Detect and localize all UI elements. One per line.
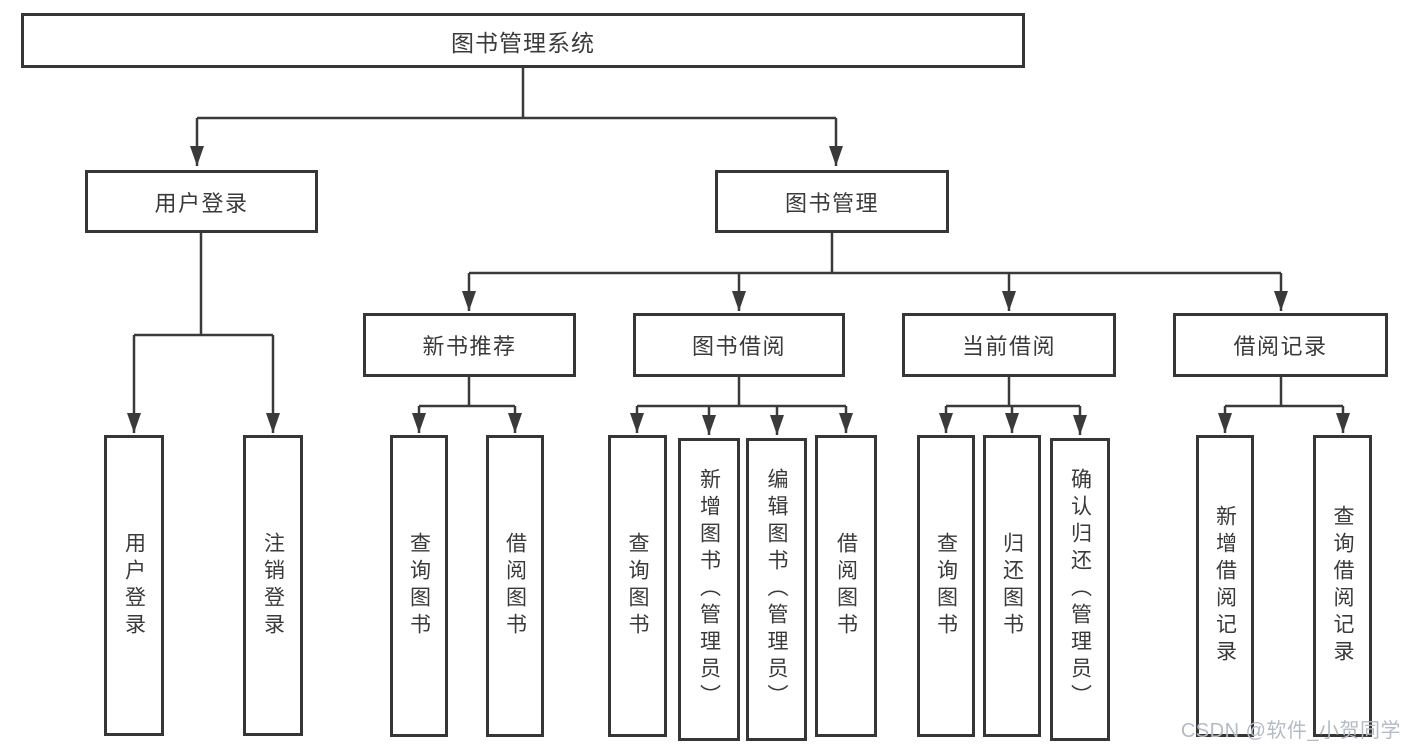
- edge-current-borrow-split: [939, 377, 1087, 435]
- leaf-query-books-2-label: 查询图书: [626, 532, 649, 640]
- leaf-add-books-admin-label: 新增图书（管理员）: [697, 468, 721, 711]
- node-new-book-rec-label: 新书推荐: [422, 334, 517, 359]
- edge-root-split: [190, 68, 843, 166]
- node-current-borrow-label: 当前借阅: [961, 334, 1056, 359]
- leaf-logout-label: 注销登录: [261, 531, 285, 640]
- leaf-edit-books-admin: 编辑图书（管理员）: [746, 438, 807, 741]
- leaf-return-books-label: 归还图书: [1000, 532, 1024, 640]
- leaf-query-books-3-label: 查询图书: [934, 532, 958, 640]
- node-new-book-rec: 新书推荐: [363, 313, 576, 377]
- node-root: 图书管理系统: [21, 13, 1025, 68]
- csdn-watermark: CSDN @软件_小贺同学: [1180, 720, 1401, 742]
- leaf-borrow-books-1-label: 借阅图书: [503, 532, 527, 640]
- leaf-add-borrow-record-label: 新增借阅记录: [1213, 505, 1237, 667]
- edge-book-borrow-split: [630, 377, 853, 435]
- node-book-borrow: 图书借阅: [633, 313, 845, 377]
- edge-borrow-records-split: [1218, 377, 1350, 433]
- leaf-query-borrow-record: 查询借阅记录: [1313, 435, 1372, 737]
- leaf-add-borrow-record: 新增借阅记录: [1196, 435, 1254, 737]
- leaf-query-books-3: 查询图书: [917, 435, 975, 737]
- leaf-confirm-return-admin: 确认归还（管理员）: [1050, 438, 1110, 741]
- leaf-user-login: 用户登录: [104, 435, 164, 736]
- node-borrow-records-label: 借阅记录: [1233, 334, 1328, 359]
- edge-book-mgmt-split: [462, 233, 1288, 311]
- node-book-borrow-label: 图书借阅: [691, 334, 786, 359]
- leaf-confirm-return-admin-label: 确认归还（管理员）: [1068, 468, 1092, 711]
- edge-new-book-rec-split: [412, 377, 522, 433]
- leaf-add-books-admin: 新增图书（管理员）: [678, 438, 740, 741]
- leaf-user-login-label: 用户登录: [122, 531, 146, 640]
- leaf-query-books-1-label: 查询图书: [407, 532, 431, 640]
- leaf-return-books: 归还图书: [983, 435, 1041, 737]
- leaf-query-books-1: 查询图书: [390, 435, 448, 737]
- node-current-borrow: 当前借阅: [902, 313, 1116, 377]
- leaf-logout: 注销登录: [243, 435, 303, 736]
- edge-user-login-split: [127, 233, 280, 433]
- node-book-mgmt-label: 图书管理: [784, 190, 879, 216]
- node-user-login-label: 用户登录: [154, 190, 249, 216]
- leaf-edit-books-admin-label: 编辑图书（管理员）: [765, 468, 788, 711]
- node-borrow-records: 借阅记录: [1173, 313, 1388, 377]
- leaf-borrow-books-2-label: 借阅图书: [834, 532, 858, 640]
- leaf-query-books-2: 查询图书: [608, 435, 667, 737]
- leaf-borrow-books-1: 借阅图书: [486, 435, 544, 737]
- leaf-borrow-books-2: 借阅图书: [815, 435, 877, 737]
- node-root-label: 图书管理系统: [451, 29, 595, 56]
- leaf-query-borrow-record-label: 查询借阅记录: [1331, 505, 1354, 667]
- node-book-mgmt: 图书管理: [715, 170, 949, 233]
- node-user-login: 用户登录: [85, 170, 318, 233]
